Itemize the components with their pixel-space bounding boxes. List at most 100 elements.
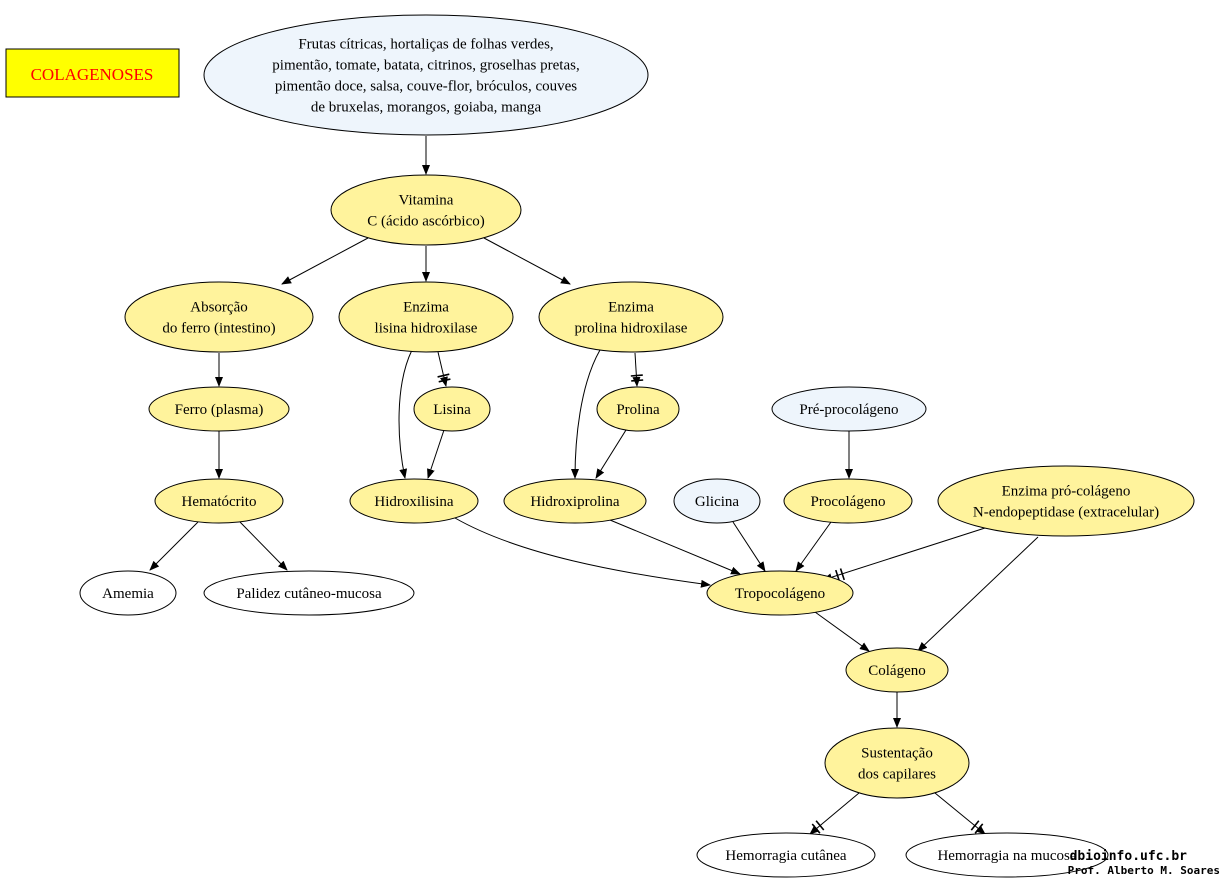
node-shape-frutas: [203, 14, 649, 136]
node-pre-procolageno: Pré-procolágeno: [771, 386, 927, 432]
node-label-lisina-hidroxilase-0: Enzima: [403, 300, 449, 316]
node-absorcao: Absorção do ferro (intestino): [124, 281, 314, 353]
node-palidez: Palidez cutâneo-mucosa: [203, 570, 415, 616]
node-label-vitamina-0: Vitamina: [399, 193, 454, 209]
edge-hematocrito-palidez: [239, 521, 288, 571]
edge-prolinahid-hidroxiprolina: [571, 349, 601, 479]
edge-enzimapro-colageno: [917, 536, 1039, 652]
edge-vitamina-absorcao: [281, 237, 369, 285]
inhibition-bar-prolinahid-prolina-0: [630, 374, 643, 377]
node-shape-lisina-hidroxilase: [338, 281, 514, 353]
node-shape-ferro: [148, 386, 290, 432]
node-label-enzima-pro-colageno-1: N-endopeptidase (extracelular): [973, 505, 1159, 521]
node-hidroxiprolina: Hidroxiprolina: [503, 478, 647, 524]
node-label-hidroxilisina-0: Hidroxilisina: [374, 494, 454, 510]
node-shape-prolina-hidroxilase: [538, 281, 724, 353]
credit-site: dbioinfo.ufc.br: [1070, 849, 1188, 864]
edge-procolageno-tropo: [795, 521, 832, 572]
node-colageno: Colágeno: [845, 647, 949, 693]
node-label-hemorragia-mucosa-0: Hemorragia na mucosa: [937, 848, 1076, 864]
node-label-glicina-0: Glicina: [695, 494, 739, 510]
node-sustentacao: Sustentação dos capilares: [824, 727, 970, 799]
node-glicina: Glicina: [673, 478, 761, 524]
node-shape-hidroxiprolina: [503, 478, 647, 524]
edge-hematocrito-amemia: [149, 521, 199, 571]
node-amemia: Amemia: [79, 570, 177, 616]
node-label-colageno-0: Colágeno: [868, 663, 926, 679]
title-text: COLAGENOSES: [31, 65, 154, 84]
inhibition-bar-prolinahid-prolina-1: [631, 379, 644, 382]
node-ferro: Ferro (plasma): [148, 386, 290, 432]
node-label-ferro-0: Ferro (plasma): [175, 402, 264, 418]
node-label-tropocolageno-0: Tropocolágeno: [735, 586, 825, 602]
node-label-prolina-hidroxilase-0: Enzima: [608, 300, 654, 316]
title-box: COLAGENOSES: [5, 48, 180, 98]
node-shape-lisina: [413, 386, 491, 432]
edge-vitamina-prolinahid: [483, 237, 571, 285]
node-hemorragia-mucosa: Hemorragia na mucosa: [905, 832, 1109, 878]
node-shape-sustentacao: [824, 727, 970, 799]
edge-hidroxilisina-tropo: [454, 517, 711, 588]
title-box-rect: [5, 48, 180, 98]
node-shape-prolina: [596, 386, 680, 432]
node-frutas: Frutas cítricas, hortaliças de folhas ve…: [203, 14, 649, 136]
node-shape-colageno: [845, 647, 949, 693]
node-hematocrito: Hematócrito: [154, 478, 284, 524]
edge-tropo-colageno: [814, 611, 870, 652]
node-label-sustentacao-0: Sustentação: [861, 746, 933, 762]
inhibition-bar-sustentacao-hmucosa-0: [970, 820, 980, 831]
node-vitamina: Vitamina C (ácido ascórbico): [330, 174, 522, 246]
edge-enzimapro-tropo: [822, 527, 986, 582]
node-label-amemia-0: Amemia: [102, 586, 154, 602]
inhibition-bar-sustentacao-hcutanea-0: [815, 820, 825, 831]
node-label-prolina-0: Prolina: [616, 402, 660, 418]
node-shape-hematocrito: [154, 478, 284, 524]
node-label-frutas-0: Frutas cítricas, hortaliças de folhas ve…: [298, 37, 553, 53]
node-lisina-hidroxilase: Enzima lisina hidroxilase: [338, 281, 514, 353]
node-prolina: Prolina: [596, 386, 680, 432]
node-tropocolageno: Tropocolágeno: [706, 570, 854, 616]
node-label-frutas-2: pimentão doce, salsa, couve-flor, brócul…: [275, 79, 577, 95]
node-shape-enzima-pro-colageno: [937, 465, 1195, 537]
edge-sustentacao-hcutanea: [809, 792, 860, 835]
node-label-lisina-0: Lisina: [433, 402, 471, 418]
node-label-palidez-0: Palidez cutâneo-mucosa: [236, 586, 382, 602]
node-label-frutas-1: pimentão, tomate, batata, citrinos, gros…: [272, 58, 579, 74]
node-label-absorcao-1: do ferro (intestino): [162, 321, 275, 337]
node-label-lisina-hidroxilase-1: lisina hidroxilase: [375, 321, 478, 337]
node-label-enzima-pro-colageno-0: Enzima pró-colágeno: [1002, 484, 1131, 500]
edge-sustentacao-hmucosa: [934, 792, 986, 835]
node-procolageno: Procolágeno: [783, 478, 913, 524]
node-shape-tropocolageno: [706, 570, 854, 616]
node-label-hematocrito-0: Hematócrito: [182, 494, 257, 510]
node-shape-hidroxilisina: [349, 478, 479, 524]
node-shape-pre-procolageno: [771, 386, 927, 432]
inhibition-bar-lisinahid-lisina-0: [437, 373, 450, 378]
node-label-prolina-hidroxilase-1: prolina hidroxilase: [575, 321, 688, 337]
nodes: Frutas cítricas, hortaliças de folhas ve…: [79, 14, 1195, 878]
node-shape-hemorragia-mucosa: [905, 832, 1109, 878]
edge-glicina-tropo: [732, 521, 766, 572]
node-shape-glicina: [673, 478, 761, 524]
node-shape-palidez: [203, 570, 415, 616]
node-label-sustentacao-1: dos capilares: [858, 767, 936, 783]
node-lisina: Lisina: [413, 386, 491, 432]
edge-hidroxiprolina-tropo: [609, 519, 741, 575]
inhibition-bar-sustentacao-hmucosa-1: [974, 823, 984, 834]
node-prolina-hidroxilase: Enzima prolina hidroxilase: [538, 281, 724, 353]
node-label-frutas-3: de bruxelas, morangos, goiaba, manga: [311, 100, 542, 116]
edge-lisinahid-hidroxilisina: [398, 349, 413, 479]
edge-lisina-hidroxilisina: [427, 429, 445, 479]
credit-author: Prof. Alberto M. Soares: [1068, 864, 1220, 877]
node-label-pre-procolageno-0: Pré-procolágeno: [799, 402, 898, 418]
inhibition-bar-sustentacao-hcutanea-1: [811, 823, 821, 834]
node-shape-amemia: [79, 570, 177, 616]
node-label-absorcao-0: Absorção: [190, 300, 247, 316]
node-shape-absorcao: [124, 281, 314, 353]
node-hidroxilisina: Hidroxilisina: [349, 478, 479, 524]
node-label-vitamina-1: C (ácido ascórbico): [367, 214, 484, 230]
node-shape-vitamina: [330, 174, 522, 246]
node-label-procolageno-0: Procolágeno: [811, 494, 886, 510]
